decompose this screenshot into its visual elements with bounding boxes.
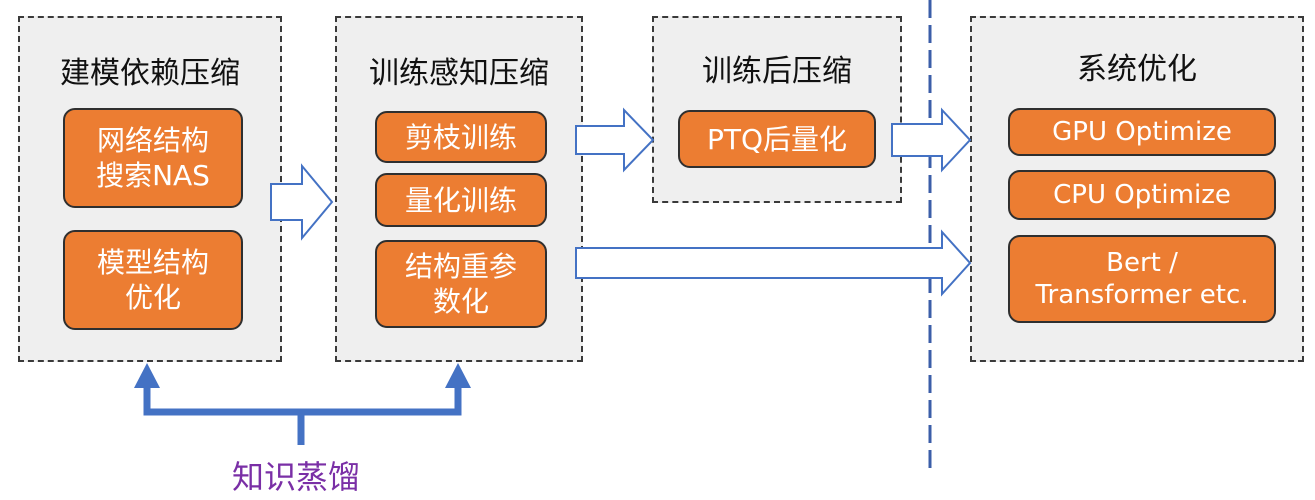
panel-title-training-aware: 训练感知压缩	[369, 56, 549, 91]
panel-post-training-compression: 训练后压缩 PTQ后量化	[652, 16, 902, 203]
box-reparam-label: 结构重参 数化	[404, 250, 517, 318]
box-nas-search: 网络结构 搜索NAS	[63, 108, 243, 208]
arrow-post-training-to-system	[891, 107, 972, 173]
panel-title-modeling: 建模依赖压缩	[60, 56, 240, 91]
panel-system-optimization: 系统优化 GPU Optimize CPU Optimize Bert / Tr…	[970, 16, 1304, 362]
box-nas-search-label: 网络结构 搜索NAS	[96, 124, 210, 192]
box-gpu-optimize-label: GPU Optimize	[1052, 116, 1232, 147]
arrow-modeling-to-training-aware	[270, 163, 334, 241]
panel-training-aware-compression: 训练感知压缩 剪枝训练 量化训练 结构重参 数化	[335, 16, 583, 362]
box-ptq: PTQ后量化	[678, 110, 876, 168]
arrow-training-aware-to-post-training	[575, 107, 655, 173]
box-quant-training: 量化训练	[375, 173, 547, 227]
distillation-arrowhead-left	[134, 363, 160, 388]
box-gpu-optimize: GPU Optimize	[1008, 108, 1276, 156]
panel-title-post-training: 训练后压缩	[702, 54, 852, 89]
box-ptq-label: PTQ后量化	[706, 122, 848, 156]
box-quant-training-label: 量化训练	[404, 183, 517, 217]
distillation-arrowhead-right	[445, 363, 471, 388]
box-cpu-optimize-label: CPU Optimize	[1053, 179, 1231, 210]
box-reparam: 结构重参 数化	[375, 240, 547, 328]
distillation-bracket	[143, 385, 462, 416]
box-bert-transformer: Bert / Transformer etc.	[1008, 235, 1276, 323]
box-pruning-training: 剪枝训练	[375, 111, 547, 163]
arrow-training-aware-to-system	[575, 229, 972, 297]
box-pruning-training-label: 剪枝训练	[404, 120, 517, 154]
panel-modeling-compression: 建模依赖压缩 网络结构 搜索NAS 模型结构 优化	[18, 16, 282, 362]
box-model-structure-opt: 模型结构 优化	[63, 230, 243, 330]
box-model-structure-opt-label: 模型结构 优化	[96, 246, 209, 314]
box-bert-transformer-label: Bert / Transformer etc.	[1035, 247, 1249, 311]
box-cpu-optimize: CPU Optimize	[1008, 170, 1276, 220]
distillation-label: 知识蒸馏	[232, 458, 361, 496]
panel-title-system: 系统优化	[1077, 52, 1197, 87]
